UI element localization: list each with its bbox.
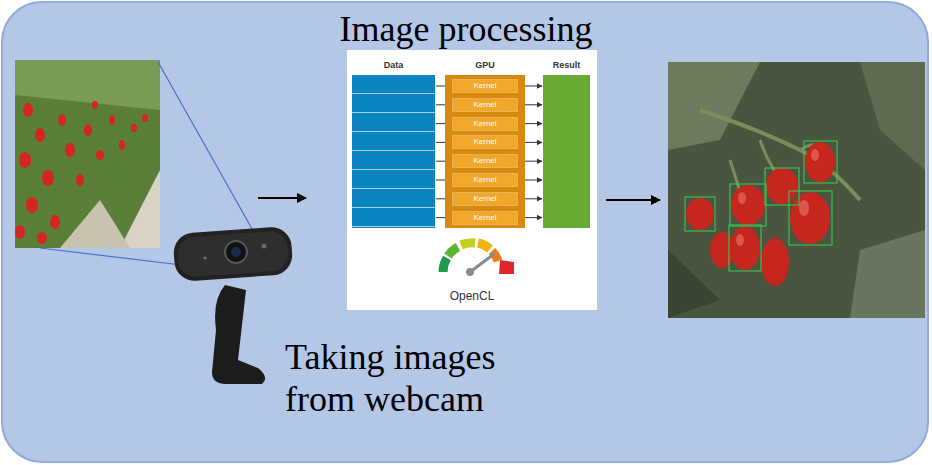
- column-heading: GPU: [445, 60, 525, 70]
- caption-text: Taking images from webcam: [285, 336, 545, 420]
- kernel-box: Kernel: [452, 98, 518, 112]
- gauge-red-zone: [499, 260, 514, 274]
- gauge-needle: [470, 254, 494, 272]
- column-heading: Result: [543, 60, 590, 70]
- column-heading: Data: [352, 60, 435, 70]
- tomato-plants-photo: [15, 60, 160, 248]
- detected-tomatoes-photo: [668, 62, 925, 318]
- kernel-box: Kernel: [452, 154, 518, 168]
- framework-name: OpenCL: [347, 289, 597, 303]
- kernel-box: Kernel: [452, 211, 518, 225]
- kernel-label: Kernel: [453, 80, 517, 92]
- data-column: Data: [352, 75, 435, 228]
- kernel-box: Kernel: [452, 173, 518, 187]
- kernel-box: Kernel: [452, 135, 518, 149]
- gauge-hub: [466, 268, 474, 276]
- webcam: [172, 226, 293, 384]
- speed-gauge: [443, 243, 498, 272]
- kernel-label: Kernel: [453, 118, 517, 130]
- opencl-figure: OpenCLDataGPUKernelKernelKernelKernelKer…: [347, 50, 597, 310]
- kernel-label: Kernel: [453, 174, 517, 186]
- result-column: Result: [543, 75, 590, 228]
- title-text: Image processing: [0, 8, 932, 50]
- kernel-label: Kernel: [453, 136, 517, 148]
- flow-arrow: [258, 197, 306, 199]
- kernel-box: Kernel: [452, 117, 518, 131]
- kernel-label: Kernel: [453, 155, 517, 167]
- kernel-label: Kernel: [453, 99, 517, 111]
- gpu-column: GPUKernelKernelKernelKernelKernelKernelK…: [445, 75, 525, 228]
- kernel-label: Kernel: [453, 212, 517, 224]
- flow-arrow: [606, 199, 660, 201]
- kernel-label: Kernel: [453, 193, 517, 205]
- kernel-box: Kernel: [452, 192, 518, 206]
- card-ground: [347, 50, 597, 310]
- kernel-box: Kernel: [452, 79, 518, 93]
